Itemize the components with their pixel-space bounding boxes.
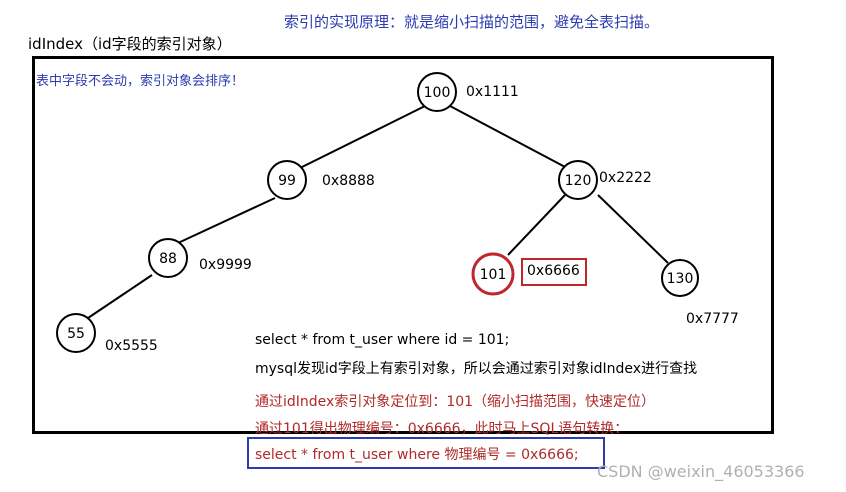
node-130 <box>661 259 699 297</box>
node-99-label: 99 <box>278 173 296 189</box>
address-101-box <box>521 258 587 286</box>
explanation-line-1: select * from t_user where id = 101; <box>255 332 510 348</box>
edge-120-130 <box>597 194 669 264</box>
node-55 <box>56 313 96 353</box>
edge-100-99 <box>299 105 426 169</box>
node-100 <box>417 72 457 112</box>
node-88 <box>148 238 188 278</box>
converted-sql: select * from t_user where 物理编号 = 0x6666… <box>255 447 579 463</box>
index-title: idIndex（id字段的索引对象） <box>28 35 232 53</box>
sort-note: 表中字段不会动，索引对象会排序！ <box>36 74 245 89</box>
edge-88-55 <box>87 274 153 319</box>
address-55: 0x5555 <box>105 338 158 354</box>
address-99: 0x8888 <box>322 173 375 189</box>
node-88-label: 88 <box>159 251 177 267</box>
address-88: 0x9999 <box>199 257 252 273</box>
node-55-label: 55 <box>67 326 85 342</box>
node-130-label: 130 <box>667 271 694 287</box>
node-99 <box>267 160 307 200</box>
node-101-label: 101 <box>480 267 507 283</box>
address-120: 0x2222 <box>599 170 652 186</box>
address-130: 0x7777 <box>686 311 739 327</box>
edge-120-101 <box>507 194 566 256</box>
address-100: 0x1111 <box>466 84 519 100</box>
node-100-label: 100 <box>424 85 451 101</box>
node-120 <box>558 160 598 200</box>
node-101 <box>471 252 515 296</box>
index-frame <box>32 56 774 434</box>
principle-note: 索引的实现原理：就是缩小扫描的范围，避免全表扫描。 <box>284 13 660 31</box>
explanation-line-3: 通过idIndex索引对象定位到：101（缩小扫描范围，快速定位） <box>255 394 656 410</box>
converted-sql-box <box>247 437 605 469</box>
explanation-line-2: mysql发现id字段上有索引对象，所以会通过索引对象idIndex进行查找 <box>255 361 698 377</box>
edge-100-120 <box>449 105 568 169</box>
explanation-line-4: 通过101得出物理编号：0x6666，此时马上SQL语句转换： <box>255 421 629 437</box>
watermark: CSDN @weixin_46053366 <box>597 462 805 481</box>
node-120-label: 120 <box>565 173 592 189</box>
edge-99-88 <box>177 197 276 244</box>
address-101: 0x6666 <box>527 263 580 279</box>
